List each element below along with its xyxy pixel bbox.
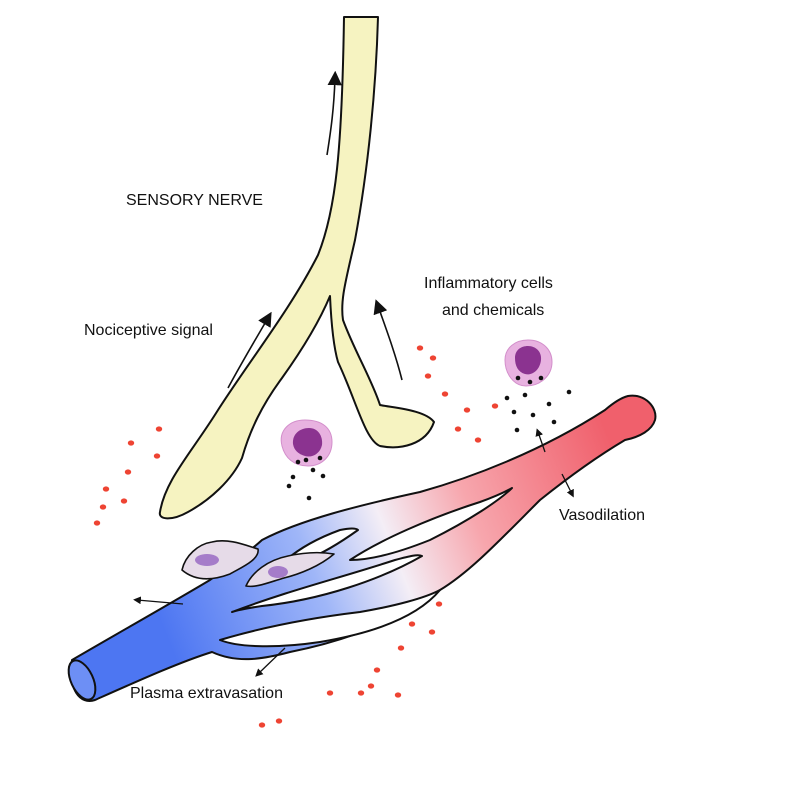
- inflammatory-label-line1: Inflammatory cells: [424, 275, 553, 292]
- chemical-dots: [286, 375, 572, 501]
- vessel-gap: [231, 554, 423, 613]
- vessel-gap: [219, 589, 441, 648]
- small-arrow-icon: [535, 428, 546, 453]
- inflammatory-label-line2: and chemicals: [442, 302, 545, 319]
- sensory-nerve-label: SENSORY NERVE: [126, 192, 263, 209]
- nociceptive-signal-label: Nociceptive signal: [84, 322, 213, 339]
- vasodilation-label: Vasodilation: [559, 507, 645, 524]
- red-dots: [93, 345, 499, 728]
- leaking-cell-nucleus: [195, 554, 219, 566]
- plasma-extravasation-label: Plasma extravasation: [130, 685, 283, 702]
- small-arrow-icon: [255, 647, 286, 677]
- up-arrow-icon: [326, 70, 342, 156]
- small-arrow-icon: [561, 473, 574, 498]
- blood-vessel: [70, 394, 657, 702]
- inflammatory-cell-right: [504, 339, 553, 387]
- up-arrow-icon: [373, 299, 403, 381]
- leaking-cell-nucleus: [268, 566, 288, 578]
- leaking-cell: [245, 551, 335, 588]
- vessel-gap: [349, 487, 513, 561]
- leaking-cell: [181, 540, 259, 580]
- vessel-opening: [67, 659, 97, 701]
- sensory-nerve: [158, 16, 435, 520]
- up-arrow-icon: [227, 311, 272, 389]
- inflammatory-cell-left: [280, 419, 333, 467]
- small-arrow-icon: [133, 596, 184, 605]
